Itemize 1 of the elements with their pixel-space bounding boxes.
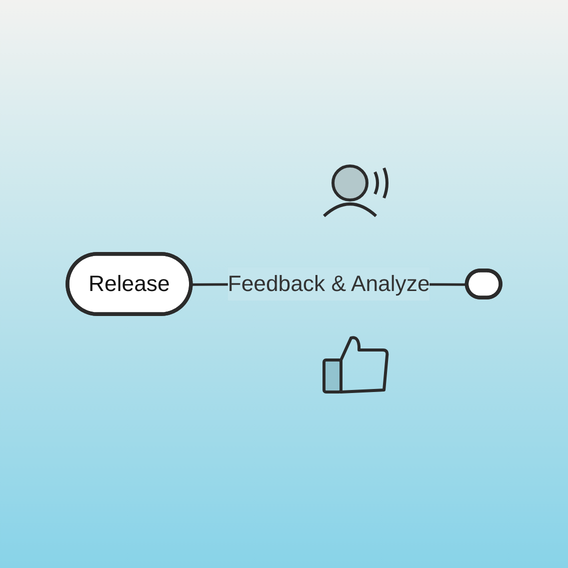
edge-label: Feedback & Analyze — [228, 271, 430, 296]
